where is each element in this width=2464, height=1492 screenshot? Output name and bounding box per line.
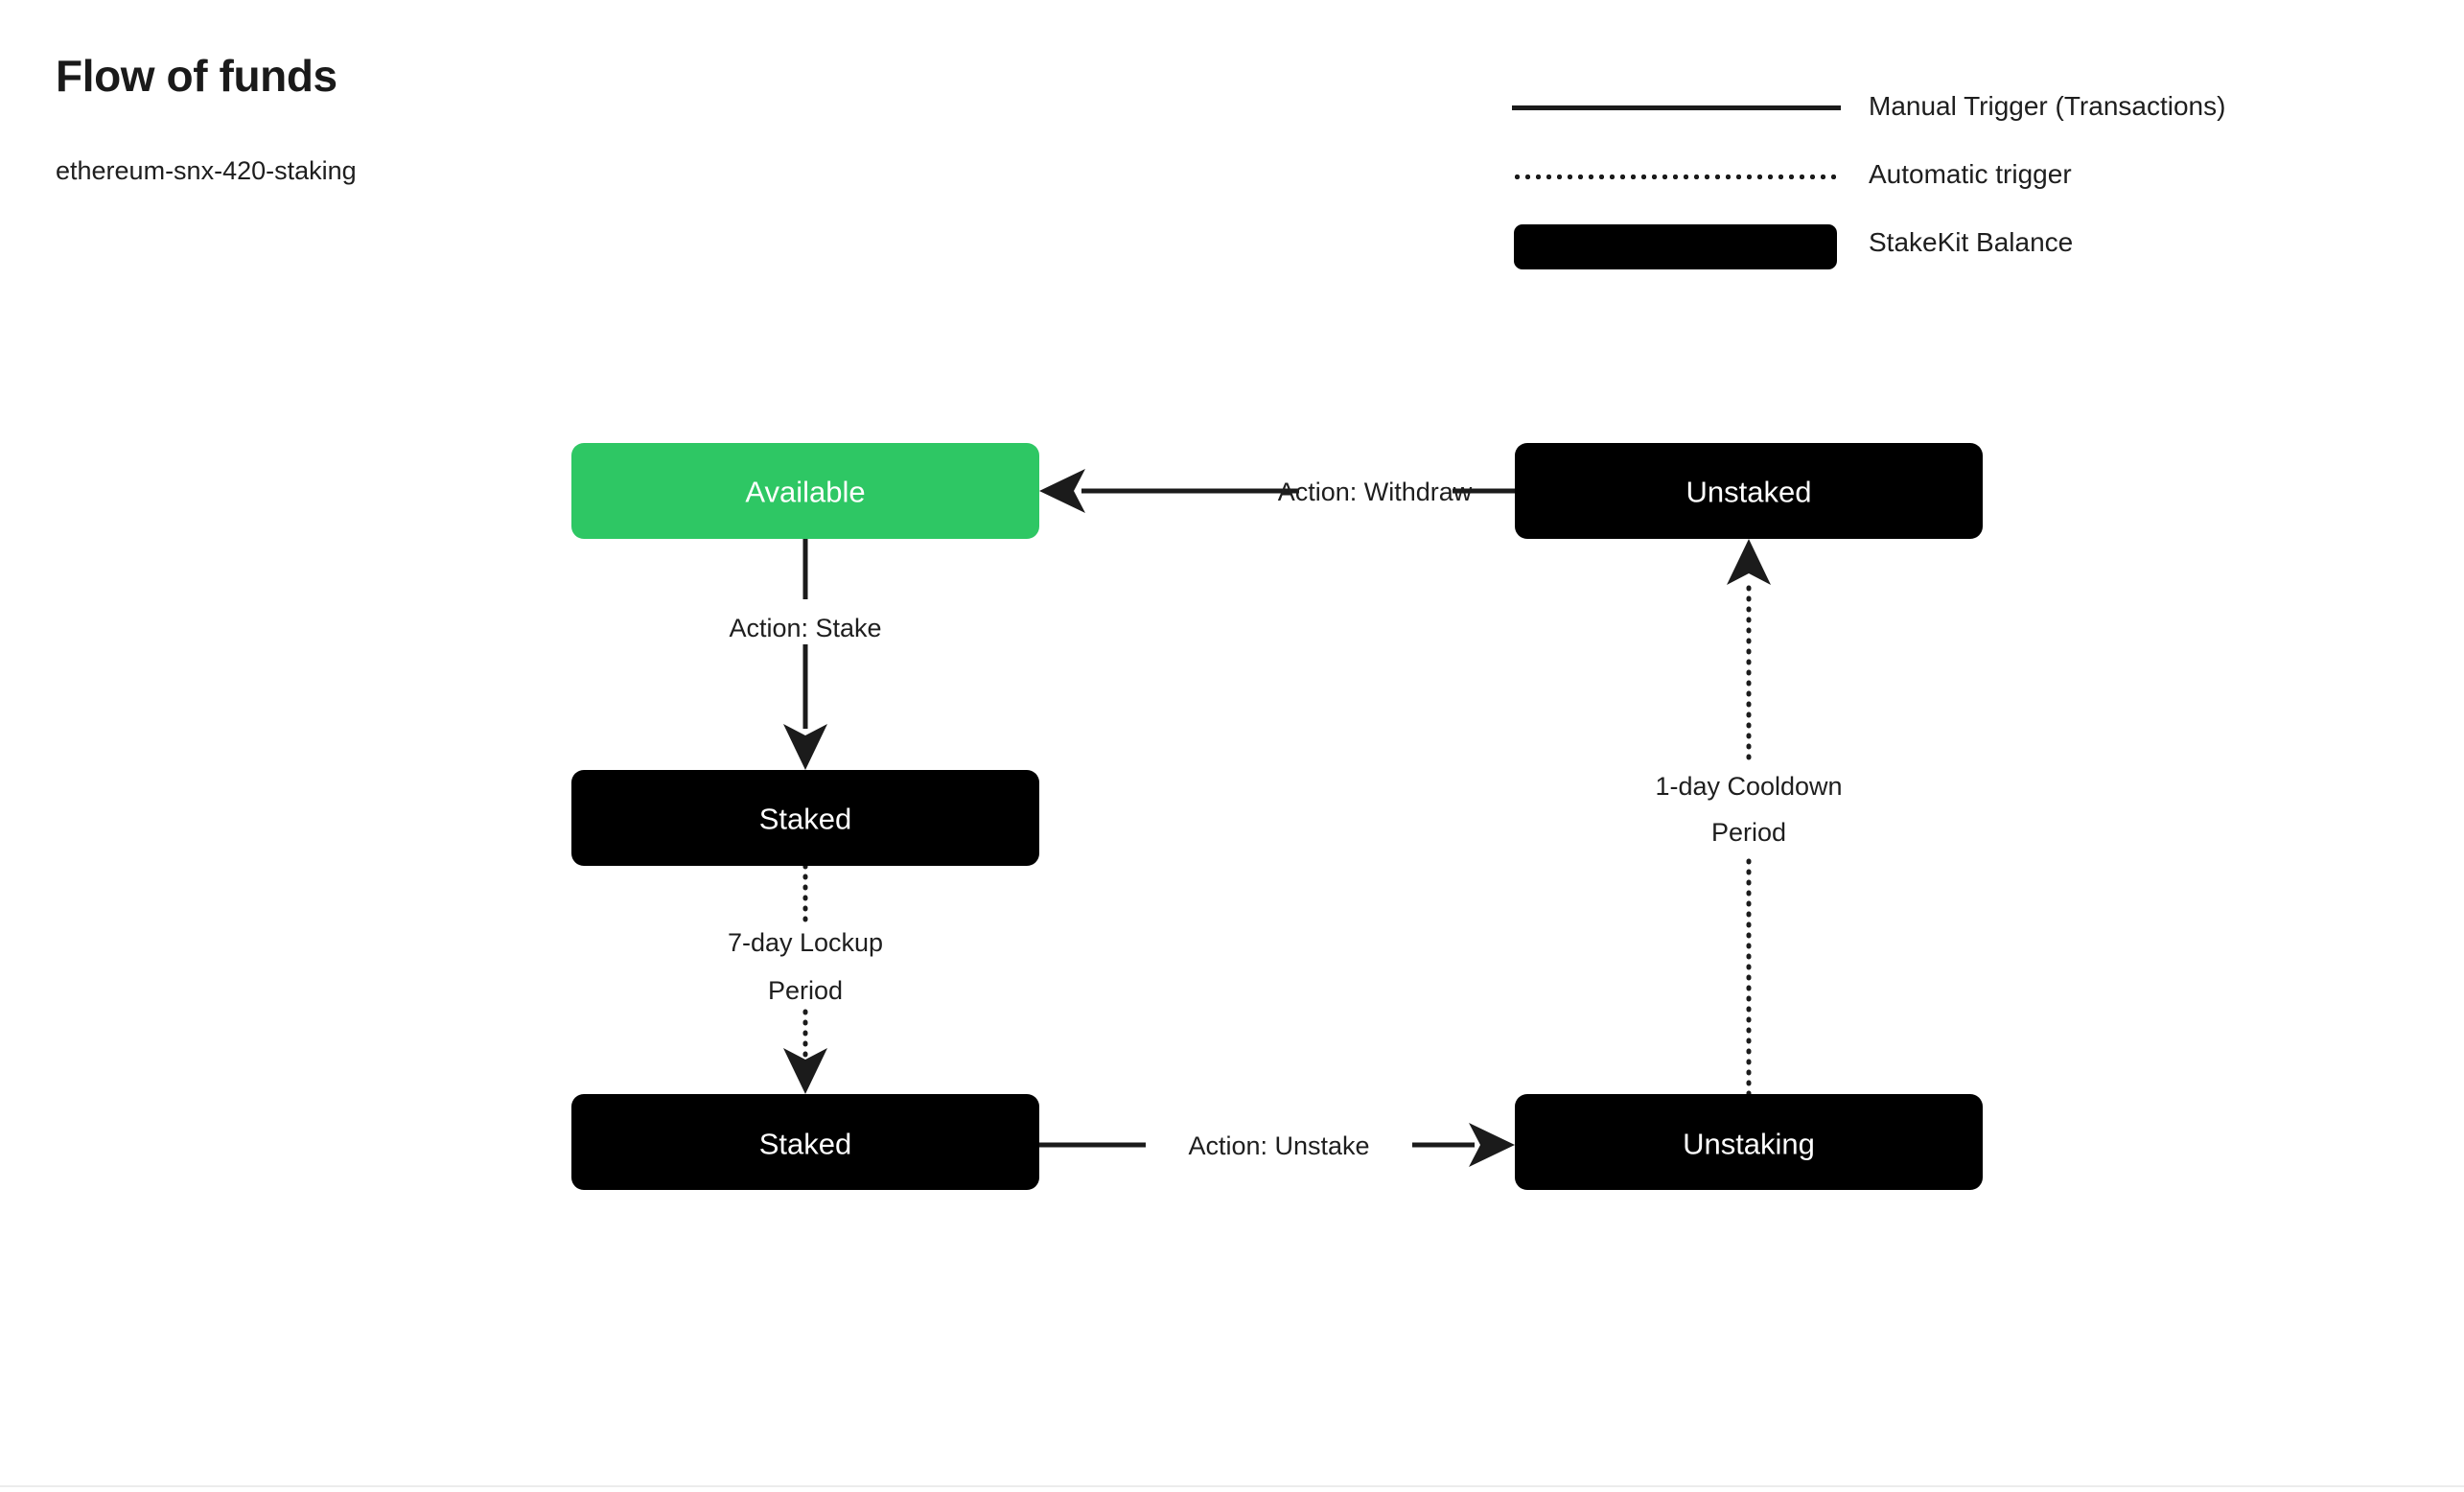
- footer-divider: [0, 1485, 2464, 1487]
- node-unstaked-box[interactable]: [1515, 443, 1983, 539]
- edge-stake: Action: Stake: [729, 539, 882, 770]
- page-subtitle: ethereum-snx-420-staking: [56, 156, 357, 185]
- balance-swatch-icon: [1512, 221, 1841, 269]
- solid-line-icon: [1512, 84, 1841, 130]
- node-unstaked-label: Unstaked: [1686, 476, 1812, 509]
- node-unstaked[interactable]: Unstaked: [1515, 443, 1983, 539]
- arrowhead-icon-withdraw: [1039, 469, 1085, 513]
- node-unstaking[interactable]: Unstaking: [1515, 1094, 1983, 1190]
- node-available[interactable]: Available: [571, 443, 1039, 539]
- legend-label-automatic-trigger: Automatic trigger: [1869, 159, 2072, 189]
- edge-label-unstake: Action: Unstake: [1188, 1131, 1369, 1160]
- page-title: Flow of funds: [56, 51, 337, 101]
- edge-label-withdraw: Action: Withdraw: [1278, 478, 1473, 506]
- edge-withdraw: Action: Withdraw: [1039, 469, 1515, 513]
- edge-label-cooldown-line2: Period: [1711, 818, 1786, 847]
- node-available-box[interactable]: [571, 443, 1039, 539]
- edge-label-cooldown-line1: 1-day Cooldown: [1655, 772, 1842, 801]
- legend-label-stakekit-balance: StakeKit Balance: [1869, 227, 2074, 257]
- node-unstaking-label: Unstaking: [1683, 1128, 1815, 1161]
- legend-item-automatic-trigger: Automatic trigger: [1512, 152, 2375, 221]
- arrowhead-icon-lockup: [783, 1048, 827, 1094]
- legend: Manual Trigger (Transactions) Automatic …: [1512, 84, 2375, 289]
- node-available-label: Available: [745, 476, 865, 509]
- arrowhead-icon-unstake: [1469, 1123, 1515, 1167]
- node-staked-unlocked-box[interactable]: [571, 1094, 1039, 1190]
- node-staked-locked-label: Staked: [759, 803, 852, 836]
- edge-label-lockup-line1: 7-day Lockup: [728, 928, 883, 957]
- legend-label-manual-trigger: Manual Trigger (Transactions): [1869, 91, 2226, 121]
- node-unstaking-box[interactable]: [1515, 1094, 1983, 1190]
- node-staked-unlocked[interactable]: Staked: [571, 1094, 1039, 1190]
- edge-cooldown: 1-day Cooldown Period: [1655, 539, 1843, 1097]
- node-staked-unlocked-label: Staked: [759, 1128, 852, 1161]
- legend-item-stakekit-balance: StakeKit Balance: [1512, 221, 2375, 289]
- edge-lockup: 7-day Lockup Period: [728, 863, 883, 1094]
- edge-label-stake: Action: Stake: [729, 614, 881, 642]
- dotted-line-icon: [1512, 152, 1841, 198]
- arrowhead-icon-cooldown: [1727, 539, 1771, 585]
- arrowhead-icon-stake: [783, 724, 827, 770]
- node-staked-locked[interactable]: Staked: [571, 770, 1039, 866]
- node-staked-locked-box[interactable]: [571, 770, 1039, 866]
- edge-label-lockup-line2: Period: [768, 976, 843, 1005]
- edge-unstake: Action: Unstake: [1039, 1123, 1515, 1167]
- legend-item-manual-trigger: Manual Trigger (Transactions): [1512, 84, 2375, 152]
